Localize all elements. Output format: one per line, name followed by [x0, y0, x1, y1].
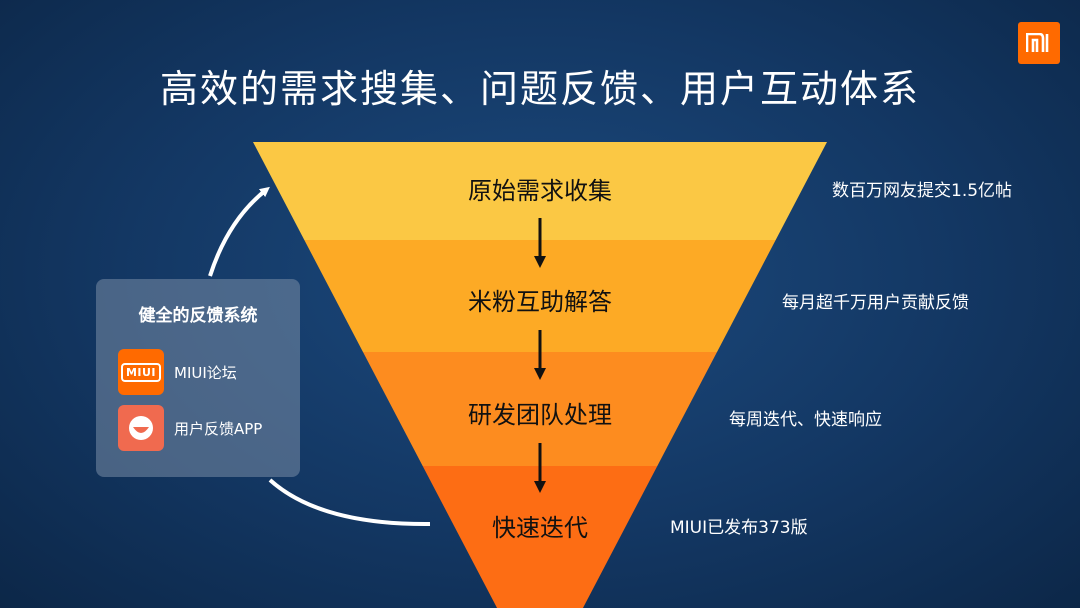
- funnel-stage-2-band: [304, 240, 776, 352]
- feedback-system-panel: 健全的反馈系统 MIUI MIUI论坛 用户反馈APP: [96, 279, 300, 477]
- mi-logo: [1018, 22, 1060, 64]
- stage-label-4: 快速迭代: [492, 514, 588, 542]
- feedback-app-label: 用户反馈APP: [174, 419, 263, 438]
- stage-description-1: 数百万网友提交1.5亿帖: [832, 181, 1013, 201]
- stage-description-2: 每月超千万用户贡献反馈: [782, 293, 969, 313]
- miui-forum-label: MIUI论坛: [174, 363, 237, 382]
- stage-label-1: 原始需求收集: [468, 177, 612, 205]
- mi-logo-icon: [1026, 33, 1049, 52]
- feedback-app-item[interactable]: 用户反馈APP: [118, 405, 262, 451]
- stage-label-2: 米粉互助解答: [468, 288, 612, 316]
- miui-forum-icon: MIUI: [118, 349, 164, 395]
- page-title: 高效的需求搜集、问题反馈、用户互动体系: [159, 67, 920, 111]
- stage-label-3: 研发团队处理: [468, 401, 612, 429]
- feedback-app-icon: [118, 405, 164, 451]
- stage-description-3: 每周迭代、快速响应: [729, 410, 882, 430]
- funnel-stage-1-band: [253, 142, 827, 240]
- cycle-arrow-up-icon: [208, 186, 270, 277]
- miui-forum-item[interactable]: MIUI MIUI论坛: [118, 349, 237, 395]
- stage-description-4: MIUI已发布373版: [670, 518, 808, 538]
- panel-title: 健全的反馈系统: [138, 306, 258, 326]
- smile-face-icon: [129, 416, 153, 440]
- cycle-arrow-return-icon: [268, 478, 431, 527]
- funnel-stage-4-band: [422, 466, 658, 608]
- funnel-stage-3-band: [362, 352, 718, 466]
